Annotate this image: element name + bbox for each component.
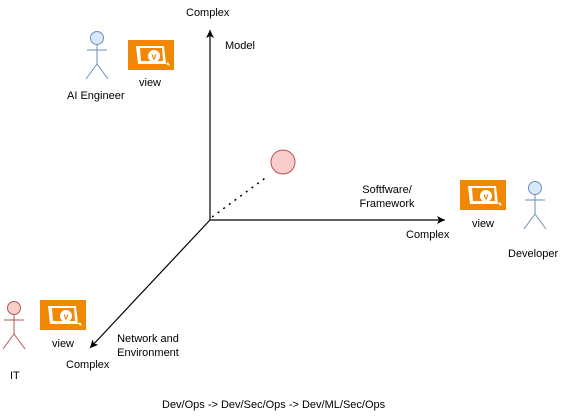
z-axis-end-label: Complex [66, 359, 110, 371]
actor-icon [85, 31, 109, 80]
view-icon: v [128, 40, 174, 70]
svg-text:v: v [483, 192, 488, 202]
x-axis-end-label: Complex [406, 229, 450, 241]
dotted-projection-line [211, 175, 269, 218]
persona-label-developer: Developer [508, 248, 559, 260]
persona-label-it: IT [10, 370, 20, 382]
y-axis-end-label: Complex [186, 7, 230, 19]
persona-label-ai-engineer: AI Engineer [67, 90, 125, 102]
y-axis-name-label: Model [225, 40, 255, 52]
view-icon: v [460, 180, 506, 210]
footer-caption: Dev/Ops -> Dev/Sec/Ops -> Dev/ML/Sec/Ops [162, 399, 386, 411]
actor-icon [523, 181, 547, 230]
z-axis [89, 219, 211, 349]
data-point [270, 149, 296, 175]
svg-text:v: v [151, 52, 156, 62]
view-label: view [52, 338, 75, 350]
view-icon: v [40, 300, 86, 330]
x-axis-name-label: Softfware/ Framework [359, 184, 415, 210]
actor-icon [2, 301, 26, 350]
z-axis-name-label: Network and Environment [117, 333, 179, 359]
view-label: view [139, 77, 162, 89]
svg-text:v: v [63, 312, 68, 322]
view-label: view [472, 218, 495, 230]
